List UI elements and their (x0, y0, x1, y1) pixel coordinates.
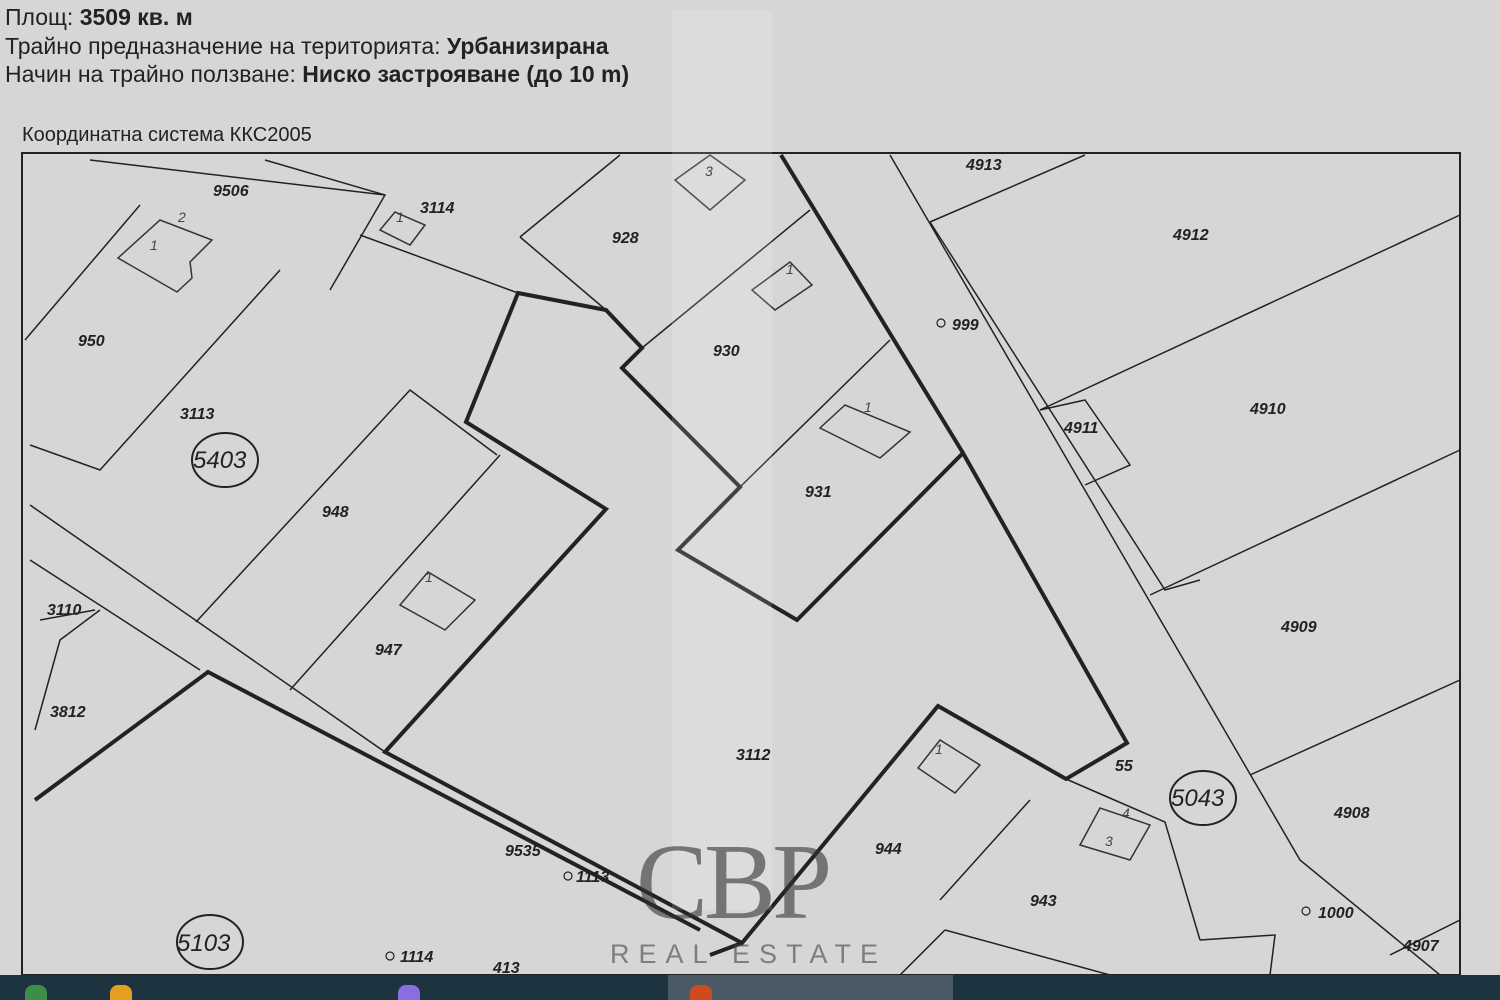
active-app-icon (690, 985, 712, 1000)
parcel-label: 1000 (1318, 905, 1354, 922)
parcel-label: 4908 (1333, 805, 1370, 822)
parcel-lines (21, 152, 1461, 975)
parcel-label: 931 (805, 484, 832, 501)
parcel-label: 947 (375, 642, 403, 659)
parcel-label: 9535 (505, 843, 542, 860)
app-icon[interactable] (110, 985, 132, 1000)
block-circles (176, 432, 1237, 970)
parcel-label: 944 (875, 841, 902, 858)
building-label: 1 (396, 209, 404, 225)
parcel-label: 930 (713, 343, 740, 360)
parcel-label: 948 (322, 504, 349, 521)
cadastral-map: CBP REAL ESTATE 9506 3114 928 4913 4912 … (21, 10, 1461, 975)
building-label: 3 (1105, 833, 1113, 849)
purpose-label: Трайно предназначение на територията: (5, 33, 441, 59)
spreadsheet-app-icon[interactable] (25, 985, 47, 1000)
parcel-label: 950 (78, 333, 105, 350)
parcel-label: 413 (492, 960, 520, 975)
usage-label: Начин на трайно ползване: (5, 61, 296, 87)
coordinate-system-label: Координатна система ККС2005 (22, 124, 312, 146)
parcel-label: 4913 (965, 157, 1002, 174)
parcel-label: 3114 (420, 200, 455, 217)
building-label: 1 (786, 261, 794, 277)
parcel-labels: 9506 3114 928 4913 4912 950 930 999 3113… (47, 157, 1440, 975)
parcel-label: 1113 (576, 869, 609, 886)
purpose-line: Трайно предназначение на територията: Ур… (5, 32, 609, 60)
parcel-label: 3110 (47, 602, 82, 619)
parcel-label: 4909 (1280, 619, 1317, 636)
parcel-label: 3112 (736, 747, 771, 764)
area-label: Площ: (5, 4, 74, 30)
parcel-label: 928 (612, 230, 639, 247)
block-label: 5403 (193, 447, 247, 474)
parcel-label: 4907 (1402, 938, 1440, 955)
building-label: 4 (1122, 805, 1130, 821)
parcel-label: 3812 (50, 704, 86, 721)
active-taskbar-item[interactable] (668, 975, 953, 1000)
building-label: 2 (177, 209, 186, 225)
usage-line: Начин на трайно ползване: Ниско застрояв… (5, 60, 629, 88)
survey-points (385, 318, 1311, 961)
parcel-label: 4911 (1063, 420, 1099, 437)
usage-value: Ниско застрояване (до 10 m) (302, 61, 630, 87)
building-label: 1 (150, 237, 158, 253)
viber-app-icon[interactable] (398, 985, 420, 1000)
watermark-logo: CBP (636, 823, 828, 942)
building-label: 1 (935, 741, 943, 757)
area-value: 3509 кв. м (79, 4, 193, 30)
watermark-tagline: REAL ESTATE (610, 939, 887, 969)
parcel-label: 4910 (1249, 401, 1286, 418)
parcel-label: 55 (1115, 758, 1134, 775)
parcel-label: 9506 (213, 183, 249, 200)
buildings (116, 154, 1152, 861)
parcel-label: 999 (952, 317, 979, 334)
building-label: 1 (425, 569, 433, 585)
area-line: Площ: 3509 кв. м (5, 3, 193, 31)
building-labels: 3 2 1 1 1 1 1 1 4 3 (150, 163, 1130, 849)
parcel-label: 943 (1030, 893, 1057, 910)
block-labels: 5403 5043 5103 (177, 447, 1225, 957)
taskbar (0, 975, 1500, 1000)
block-label: 5103 (177, 930, 231, 957)
purpose-value: Урбанизирана (446, 33, 609, 59)
parcel-label: 3113 (180, 406, 215, 423)
parcel-label: 1114 (400, 949, 433, 966)
building-label: 1 (864, 399, 872, 415)
block-label: 5043 (1171, 785, 1225, 812)
watermark-stripe (672, 10, 772, 910)
building-label: 3 (705, 163, 713, 179)
subject-parcel-outline (33, 153, 1130, 957)
watermark-group: CBP REAL ESTATE (610, 10, 887, 969)
parcel-label: 4912 (1172, 227, 1209, 244)
